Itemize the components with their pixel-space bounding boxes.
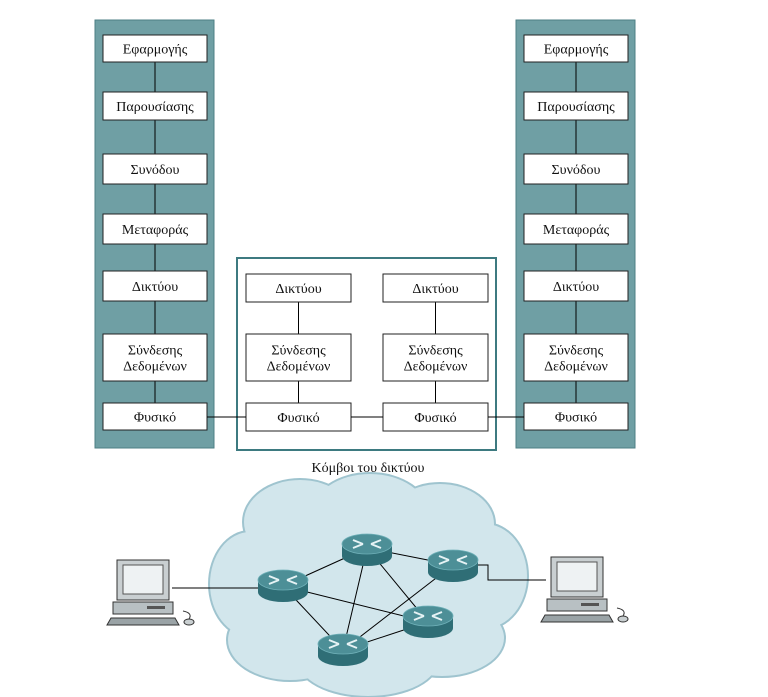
router-icon [402, 605, 454, 638]
left-layer-presentation-box [102, 91, 208, 121]
node-right-layer-network-box [382, 273, 489, 303]
node-left-layer-physical-label: Φυσικό [277, 411, 319, 426]
left-layer-presentation: Παρουσίασης [102, 91, 208, 121]
left-layer-physical-box [102, 402, 208, 431]
left-layer-transport: Μεταφοράς [102, 213, 208, 245]
right-layer-data-link-label: Δεδομένων [544, 360, 608, 375]
right-layer-presentation-box [523, 91, 629, 121]
right-layer-session-box [523, 153, 629, 185]
left-layer-application-box [102, 34, 208, 63]
right-layer-network-label: Δικτύου [553, 280, 599, 295]
right-layer-physical: Φυσικό [523, 402, 629, 431]
right-layer-session-label: Συνόδου [552, 163, 601, 178]
right-layer-application: Εφαρμογής [523, 34, 629, 63]
node-left-layer-data-link-label: Δεδομένων [267, 360, 331, 375]
node-left-layer-data-link-box [245, 333, 352, 382]
right-layer-application-box [523, 34, 629, 63]
left-layer-presentation-label: Παρουσίασης [116, 100, 194, 115]
right-layer-physical-label: Φυσικό [555, 411, 597, 426]
right-layer-application-label: Εφαρμογής [544, 43, 609, 58]
left-layer-session-box [102, 153, 208, 185]
left-layer-physical: Φυσικό [102, 402, 208, 431]
left-layer-transport-box [102, 213, 208, 245]
left-layer-physical-label: Φυσικό [134, 411, 176, 426]
node-right-layer-data-link-box [382, 333, 489, 382]
node-right-layer-physical: Φυσικό [382, 402, 489, 432]
left-layer-session-label: Συνόδου [131, 163, 180, 178]
node-right-layer-network-label: Δικτύου [412, 282, 458, 297]
right-layer-physical-box [523, 402, 629, 431]
network-nodes-caption: Κόμβοι του δικτύου [312, 461, 425, 476]
node-left-layer-data-link-label: Σύνδεσης [271, 344, 326, 359]
left-layer-network: Δικτύου [102, 270, 208, 302]
mesh-link [342, 564, 454, 651]
node-left-layer-network-label: Δικτύου [275, 282, 321, 297]
right-layer-session: Συνόδου [523, 153, 629, 185]
network-cloud-icon [208, 472, 529, 697]
right-layer-transport-box [523, 213, 629, 245]
node-right-layer-data-link-label: Δεδομένων [404, 360, 468, 375]
left-layer-transport-label: Μεταφοράς [122, 223, 189, 238]
router-icon [341, 533, 393, 566]
left-layer-data-link-label: Σύνδεσης [128, 344, 183, 359]
left-layer-session: Συνόδου [102, 153, 208, 185]
left-layer-data-link-box [102, 333, 208, 382]
right-layer-data-link-box [523, 333, 629, 382]
node-right-layer-physical-label: Φυσικό [414, 411, 456, 426]
router-icon [427, 549, 479, 582]
node-right-layer-network: Δικτύου [382, 273, 489, 303]
router-icon [257, 569, 309, 602]
right-layer-presentation-label: Παρουσίασης [537, 100, 615, 115]
right-layer-transport-label: Μεταφοράς [543, 223, 610, 238]
router-icon [317, 633, 369, 666]
right-layer-transport: Μεταφοράς [523, 213, 629, 245]
node-left-layer-physical: Φυσικό [245, 402, 352, 432]
computer-link-right [475, 564, 546, 581]
left-layer-network-label: Δικτύου [132, 280, 178, 295]
node-left-layer-network-box [245, 273, 352, 303]
node-right-layer-data-link-label: Σύνδεσης [408, 344, 463, 359]
left-layer-application: Εφαρμογής [102, 34, 208, 63]
desktop-computer-icon [106, 559, 195, 626]
network-nodes-frame [236, 257, 497, 451]
right-layer-network: Δικτύου [523, 270, 629, 302]
desktop-computer-icon [540, 556, 629, 623]
left-layer-network-box [102, 270, 208, 302]
left-layer-data-link-label: Δεδομένων [123, 360, 187, 375]
right-layer-data-link-label: Σύνδεσης [549, 344, 604, 359]
right-layer-network-box [523, 270, 629, 302]
node-left-layer-physical-box [245, 402, 352, 432]
left-layer-application-label: Εφαρμογής [123, 43, 188, 58]
right-layer-presentation: Παρουσίασης [523, 91, 629, 121]
node-left-layer-network: Δικτύου [245, 273, 352, 303]
